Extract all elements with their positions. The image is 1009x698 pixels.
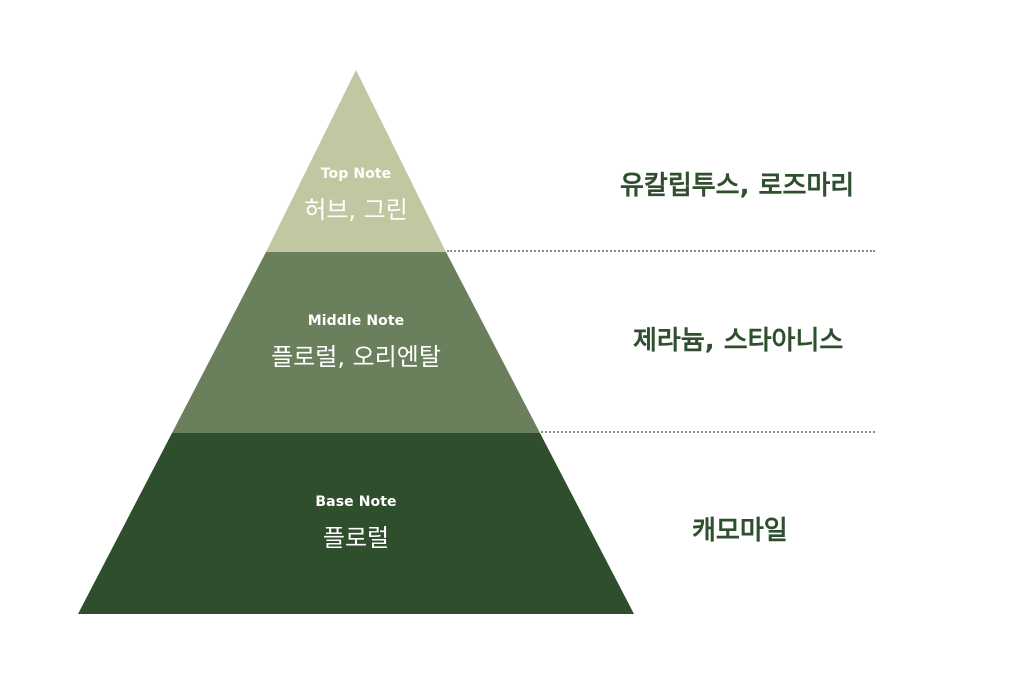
divider-middle-base bbox=[541, 431, 875, 433]
pyramid-tier-top bbox=[266, 70, 446, 252]
base-note-label-group: Base Note 플로럴 bbox=[206, 494, 506, 553]
base-note-title: 플로럴 bbox=[322, 524, 390, 552]
middle-note-label-group: Middle Note 플로럴, 오리엔탈 bbox=[206, 313, 506, 372]
middle-note-label: Middle Note bbox=[307, 313, 405, 329]
top-note-title: 허브, 그린 bbox=[304, 196, 408, 224]
pyramid-tier-middle bbox=[172, 252, 540, 433]
top-note-label-group: Top Note 허브, 그린 bbox=[256, 166, 456, 225]
middle-note-title: 플로럴, 오리엔탈 bbox=[271, 343, 441, 371]
base-note-label: Base Note bbox=[315, 494, 397, 510]
base-note-ingredients: 캐모마일 bbox=[692, 516, 788, 546]
middle-note-ingredients: 제라늄, 스타아니스 bbox=[633, 326, 844, 356]
top-note-label: Top Note bbox=[320, 166, 392, 182]
divider-top-middle bbox=[447, 250, 875, 252]
pyramid-tier-base bbox=[78, 433, 634, 614]
top-note-ingredients: 유칼립투스, 로즈마리 bbox=[620, 171, 855, 201]
